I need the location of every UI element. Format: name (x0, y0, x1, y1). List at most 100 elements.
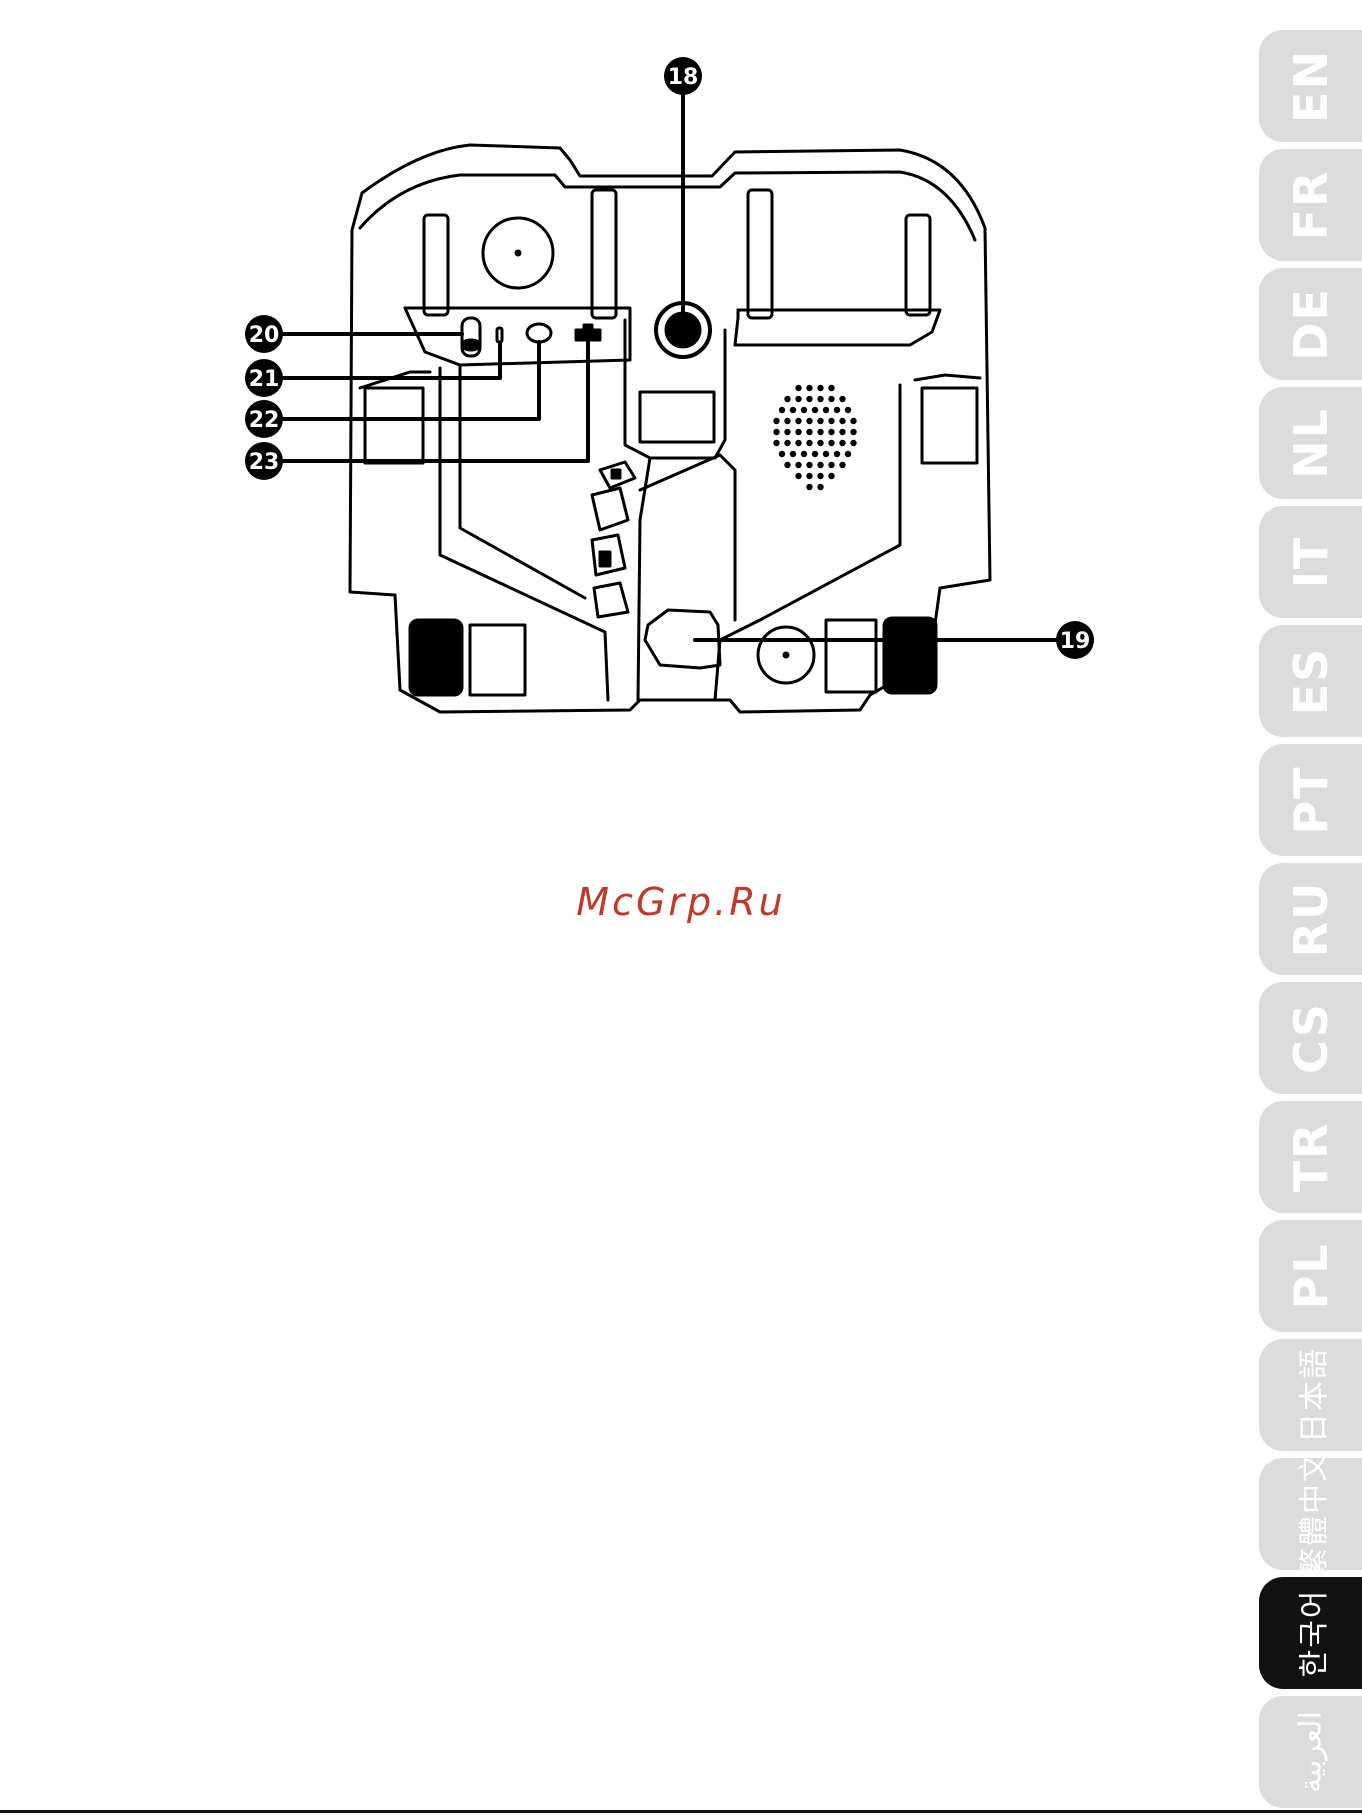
svg-text:20: 20 (249, 323, 280, 348)
grille-hole (795, 462, 801, 468)
grille-hole (806, 462, 812, 468)
grille-hole (812, 407, 818, 413)
language-tab-label: 한국어 (1289, 1589, 1333, 1678)
rail-1 (424, 215, 448, 315)
grille-hole (806, 396, 812, 402)
grille-hole (828, 473, 834, 479)
language-tab-5[interactable]: ES (1259, 625, 1362, 737)
foot-plate-right (826, 620, 876, 692)
svg-text:23: 23 (249, 450, 280, 475)
grille-hole (817, 440, 823, 446)
grille-hole (834, 407, 840, 413)
language-tab-12[interactable]: 繁體中文 (1259, 1458, 1362, 1570)
grille-hole (850, 440, 856, 446)
language-tab-14[interactable]: العربية (1259, 1696, 1362, 1808)
device-inner-rim (360, 172, 975, 240)
callout-18: 18 (664, 57, 702, 95)
grille-hole (801, 407, 807, 413)
grille-hole (817, 462, 823, 468)
grille-hole (817, 473, 823, 479)
grille-hole (795, 440, 801, 446)
grille-hole (801, 451, 807, 457)
grille-hole (795, 396, 801, 402)
language-tab-label: RU (1284, 881, 1338, 958)
grille-hole (845, 407, 851, 413)
language-tab-label: DE (1284, 287, 1338, 361)
language-tab-label: TR (1284, 1122, 1338, 1193)
grille-hole (839, 462, 845, 468)
grille-hole (817, 418, 823, 424)
callout-20: 20 (245, 315, 283, 353)
grille-hole (784, 440, 790, 446)
grille-hole (828, 462, 834, 468)
grille-hole (839, 429, 845, 435)
rubber-foot-left (410, 620, 462, 695)
svg-text:22: 22 (249, 408, 280, 433)
grille-hole (779, 451, 785, 457)
rail-2 (592, 190, 616, 318)
language-tab-10[interactable]: PL (1259, 1220, 1362, 1332)
grille-hole (806, 473, 812, 479)
grille-hole (850, 429, 856, 435)
grille-hole (806, 429, 812, 435)
language-tab-8[interactable]: CS (1259, 982, 1362, 1094)
language-tab-1[interactable]: FR (1259, 149, 1362, 261)
svg-text:19: 19 (1060, 629, 1091, 654)
grille-hole (828, 385, 834, 391)
grille-hole (839, 418, 845, 424)
grille-hole (850, 418, 856, 424)
callout-22: 22 (245, 400, 283, 438)
language-tab-9[interactable]: TR (1259, 1101, 1362, 1213)
grille-hole (834, 451, 840, 457)
language-tab-4[interactable]: IT (1259, 506, 1362, 618)
grille-hole (779, 407, 785, 413)
language-tab-11[interactable]: 日本語 (1259, 1339, 1362, 1451)
svg-text:21: 21 (249, 367, 280, 392)
foot-plate-left (470, 625, 525, 695)
language-tab-label: CS (1284, 1002, 1338, 1074)
grille-hole (790, 451, 796, 457)
rail-3 (748, 190, 772, 318)
grille-hole (828, 418, 834, 424)
grille-hole (845, 451, 851, 457)
grille-hole (784, 418, 790, 424)
port-22 (527, 324, 551, 342)
language-tab-label: FR (1284, 170, 1338, 241)
grille-hole (828, 429, 834, 435)
leader-lines (283, 92, 1058, 640)
rubber-foot-right (884, 618, 936, 693)
callout-23: 23 (245, 442, 283, 480)
language-tab-3[interactable]: NL (1259, 387, 1362, 499)
center-label-plate (640, 392, 714, 442)
callout-21: 21 (245, 359, 283, 397)
left-pad (365, 388, 423, 463)
right-pad (922, 388, 977, 463)
grille-hole (817, 385, 823, 391)
language-tab-label: IT (1284, 536, 1338, 589)
grille-hole (784, 462, 790, 468)
speaker-grille (773, 385, 856, 490)
language-tab-6[interactable]: PT (1259, 744, 1362, 856)
grille-hole (773, 440, 779, 446)
grille-hole (817, 396, 823, 402)
language-tab-label: PT (1284, 765, 1338, 834)
port-21 (497, 328, 502, 342)
language-tab-label: 日本語 (1289, 1347, 1333, 1443)
language-tab-13[interactable]: 한국어 (1259, 1577, 1362, 1689)
grille-hole (784, 396, 790, 402)
grille-hole (806, 418, 812, 424)
language-tab-2[interactable]: DE (1259, 268, 1362, 380)
language-tab-label: EN (1284, 49, 1338, 123)
grille-hole (812, 451, 818, 457)
language-tab-label: ES (1284, 647, 1338, 716)
language-tab-7[interactable]: RU (1259, 863, 1362, 975)
grille-hole (806, 484, 812, 490)
svg-text:18: 18 (668, 65, 699, 90)
grille-hole (839, 396, 845, 402)
grille-hole (784, 429, 790, 435)
grille-hole (823, 451, 829, 457)
grille-hole (773, 418, 779, 424)
language-tab-0[interactable]: EN (1259, 30, 1362, 142)
clamp-teeth (592, 462, 635, 617)
grille-hole (839, 440, 845, 446)
